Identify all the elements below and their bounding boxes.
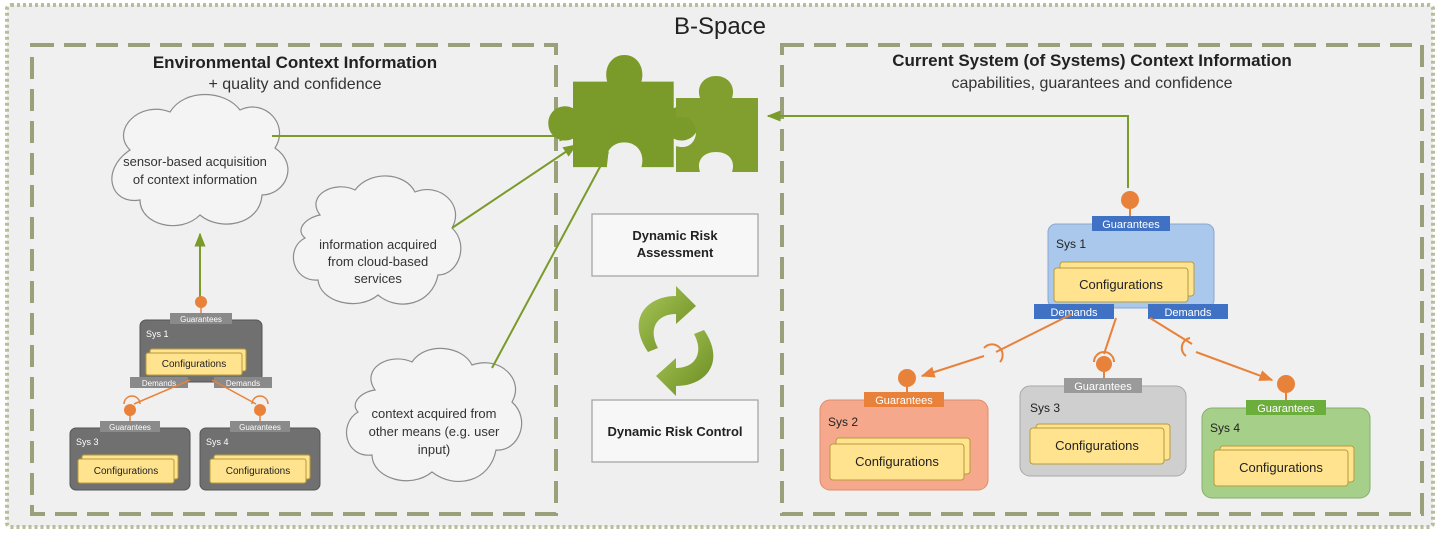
right-sys3-guarantees-tag [1064, 378, 1142, 393]
left-sys1-demands-right [214, 377, 272, 388]
left-sys4-config-box [209, 458, 307, 484]
left-sys1: Guarantees Sys 1 Configurations Demands … [130, 296, 272, 388]
right-sys1-demands-right-label: Demands [1164, 307, 1212, 319]
dynamic-risk-control-box [591, 399, 759, 463]
arrow-other-to-puzzle [491, 150, 609, 369]
cloud-sensor-line-2: of context information [133, 172, 257, 187]
right-sys1-guarantees-label: Guarantees [1102, 219, 1160, 231]
right-sys3-name: Sys 3 [1030, 401, 1060, 415]
right-sys1-demand-left-link [995, 313, 1073, 353]
puzzle-icon [548, 55, 758, 172]
right-sys1-guarantees-tag [1092, 216, 1170, 231]
right-sys3-config-box [1029, 427, 1165, 465]
left-sys3-config-label: Configurations [94, 466, 158, 477]
cloud-services-line-2: from cloud-based [328, 254, 428, 269]
left-sys1-demands-left [130, 377, 188, 388]
right-sys1-demands-left [1034, 304, 1114, 319]
control-label: Dynamic Risk Control [607, 424, 742, 439]
right-link-to-sys2 [920, 355, 985, 378]
right-sys2-guarantees-label: Guarantees [875, 395, 933, 407]
right-sys3-config-label: Configurations [1055, 438, 1139, 453]
arrow-sos-to-puzzle [766, 110, 1129, 188]
left-sys1-provided-interface [195, 296, 207, 308]
right-socket-right [1180, 337, 1191, 357]
left-sys1-config-label: Configurations [162, 359, 226, 370]
right-sys2-guarantees-tag [864, 392, 944, 407]
right-sys4-config-label: Configurations [1239, 460, 1323, 475]
left-sys4-config-label: Configurations [226, 466, 290, 477]
system-context-subheading: capabilities, guarantees and confidence [951, 75, 1232, 92]
left-sys1-config-box [145, 352, 243, 376]
right-sys1-name: Sys 1 [1056, 237, 1086, 251]
left-sys4-socket [251, 395, 269, 405]
cloud-sensor: sensor-based acquisition of context info… [111, 93, 289, 227]
right-sys4: Guarantees Sys 4 Configurations [1201, 375, 1371, 499]
right-sys2-config-label: Configurations [855, 454, 939, 469]
right-sys4-guarantees-tag [1246, 400, 1326, 415]
right-sys4-name: Sys 4 [1210, 421, 1240, 435]
system-context-heading: Current System (of Systems) Context Info… [892, 51, 1292, 70]
right-socket-center [1093, 351, 1115, 363]
left-sys4: Guarantees Sys 4 Configurations [199, 404, 321, 491]
left-sys4-name: Sys 4 [206, 437, 229, 447]
right-sys2-name: Sys 2 [828, 415, 858, 429]
left-sys1-guarantees-label: Guarantees [180, 315, 222, 324]
assessment-line-2: Assessment [637, 245, 714, 260]
left-sys3-guarantees-tag [100, 421, 160, 432]
right-sys1-config-box [1053, 267, 1189, 303]
right-sys4-guarantees-label: Guarantees [1257, 403, 1315, 415]
cloud-services: information acquired from cloud-based se… [292, 175, 462, 305]
cloud-services-line-3: services [354, 271, 402, 286]
left-sys1-demands-right-label: Demands [226, 379, 260, 388]
right-sys1-provided-interface [1121, 191, 1139, 209]
right-sys3: Guarantees Sys 3 Configurations [1019, 356, 1187, 477]
dynamic-risk-assessment-box [591, 213, 759, 277]
left-sys3-config-box [77, 458, 175, 484]
right-sys2: Guarantees Sys 2 Configurations [819, 369, 989, 491]
left-sys1-demands-left-label: Demands [142, 379, 176, 388]
right-sys2-config-box [829, 443, 965, 481]
right-sys1-demands-right [1148, 304, 1228, 319]
left-sys1-name: Sys 1 [146, 329, 169, 339]
left-sys1-to-sys3-link [133, 379, 191, 405]
left-sys1-to-sys4-link [211, 379, 257, 405]
bspace-title: B-Space [674, 13, 766, 40]
right-socket-left [983, 343, 1004, 363]
left-sys4-guarantees-tag [230, 421, 290, 432]
assessment-line-1: Dynamic Risk [632, 228, 718, 243]
right-sys1-demands-left-label: Demands [1050, 307, 1098, 319]
cloud-other-line-1: context acquired from [371, 406, 496, 421]
left-sys4-guarantees-label: Guarantees [239, 423, 281, 432]
right-sys1-config-label: Configurations [1079, 277, 1163, 292]
cloud-other-means: context acquired from other means (e.g. … [345, 347, 523, 482]
cloud-services-line-1: information acquired [319, 237, 437, 252]
right-sys1-center-link [1103, 317, 1117, 355]
right-sys1: Guarantees Sys 1 Configurations Demands … [1034, 191, 1228, 319]
cloud-sensor-line-1: sensor-based acquisition [123, 154, 267, 169]
left-sys3: Guarantees Sys 3 Configurations [69, 404, 191, 491]
right-link-to-sys4 [1195, 351, 1274, 381]
arrow-services-to-puzzle [451, 144, 578, 229]
left-sys1-guarantees-tag [170, 313, 232, 324]
environmental-heading: Environmental Context Information [153, 53, 437, 72]
right-sys3-guarantees-label: Guarantees [1074, 381, 1132, 393]
right-sys4-config-box [1213, 449, 1349, 487]
left-sys3-guarantees-label: Guarantees [109, 423, 151, 432]
cycle-icon [638, 286, 714, 396]
left-sys3-name: Sys 3 [76, 437, 99, 447]
environmental-subheading: + quality and confidence [208, 76, 381, 93]
cloud-other-line-2: other means (e.g. user [369, 424, 500, 439]
cloud-other-line-3: input) [418, 442, 451, 457]
left-sys3-socket [123, 395, 141, 405]
